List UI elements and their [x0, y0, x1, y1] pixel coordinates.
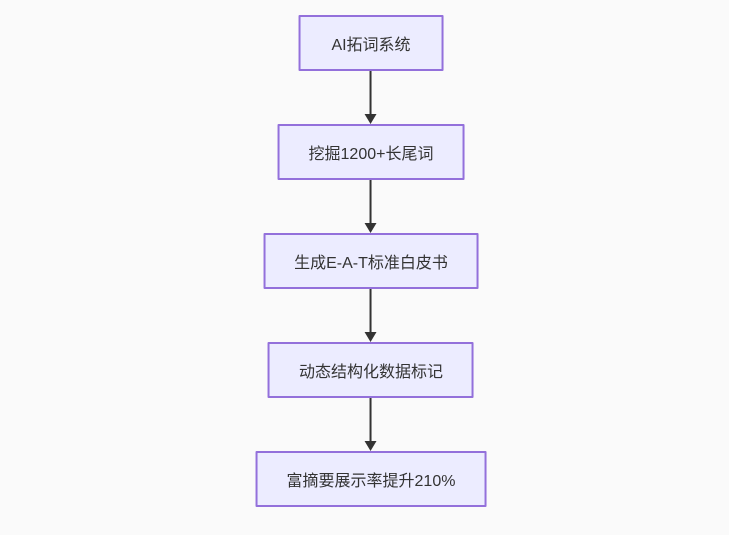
- flow-node-step-4: 动态结构化数据标记: [267, 342, 474, 398]
- flow-arrow: [364, 398, 378, 451]
- arrow-line: [370, 289, 372, 333]
- flow-node-step-5: 富摘要展示率提升210%: [255, 451, 487, 507]
- flowchart: AI拓词系统挖掘1200+长尾词生成E-A-T标准白皮书动态结构化数据标记富摘要…: [255, 15, 487, 507]
- arrow-line: [370, 71, 372, 115]
- flow-arrow: [364, 180, 378, 233]
- flow-node-step-1: AI拓词系统: [298, 15, 444, 71]
- flow-node-step-3: 生成E-A-T标准白皮书: [263, 233, 479, 289]
- flow-arrow: [364, 71, 378, 124]
- arrowhead-icon: [365, 332, 377, 342]
- arrowhead-icon: [365, 114, 377, 124]
- flow-node-step-2: 挖掘1200+长尾词: [277, 124, 465, 180]
- arrowhead-icon: [365, 441, 377, 451]
- flow-arrow: [364, 289, 378, 342]
- arrowhead-icon: [365, 223, 377, 233]
- arrow-line: [370, 398, 372, 442]
- arrow-line: [370, 180, 372, 224]
